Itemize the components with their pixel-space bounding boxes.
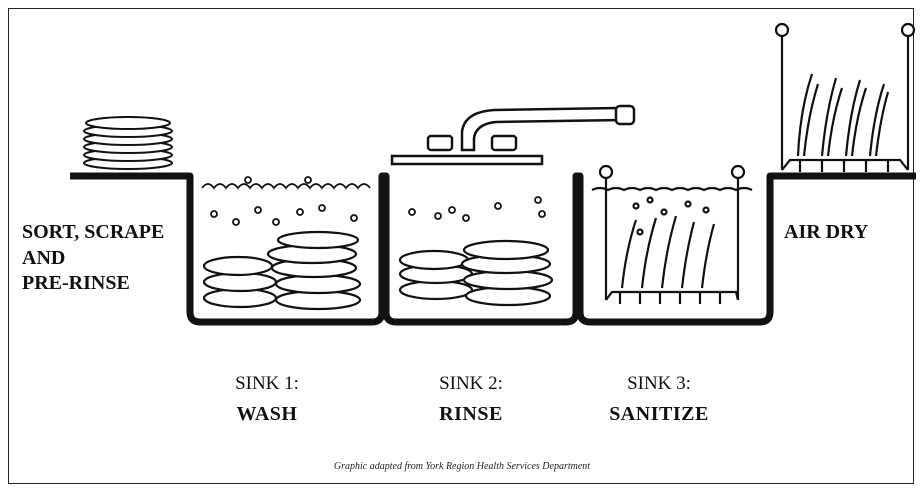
left-label-line-1: SORT, SCRAPE xyxy=(22,220,164,246)
soap-suds-icon xyxy=(202,177,370,225)
sanitize-rack-icon xyxy=(592,166,752,304)
faucet-icon xyxy=(392,106,634,164)
dishes-in-rinse-sink xyxy=(400,241,552,305)
sink-2-number: SINK 2: xyxy=(396,372,546,396)
sort-scrape-prerinse-label: SORT, SCRAPE AND PRE-RINSE xyxy=(22,220,164,297)
sink-3-action: SANITIZE xyxy=(584,402,734,428)
drying-rack-icon xyxy=(776,24,914,172)
sink-1-action: WASH xyxy=(192,402,342,428)
air-dry-label: AIR DRY xyxy=(784,220,868,246)
sink-1-number: SINK 1: xyxy=(192,372,342,396)
stacked-plates-icon xyxy=(84,117,172,169)
left-label-line-3: PRE-RINSE xyxy=(22,271,164,297)
dishes-in-wash-sink xyxy=(204,232,360,309)
left-label-line-2: AND xyxy=(22,246,164,272)
graphic-credit: Graphic adapted from York Region Health … xyxy=(0,461,924,472)
sink-2-action: RINSE xyxy=(396,402,546,428)
sink-3-number: SINK 3: xyxy=(584,372,734,396)
rinse-bubbles-icon xyxy=(409,197,545,221)
